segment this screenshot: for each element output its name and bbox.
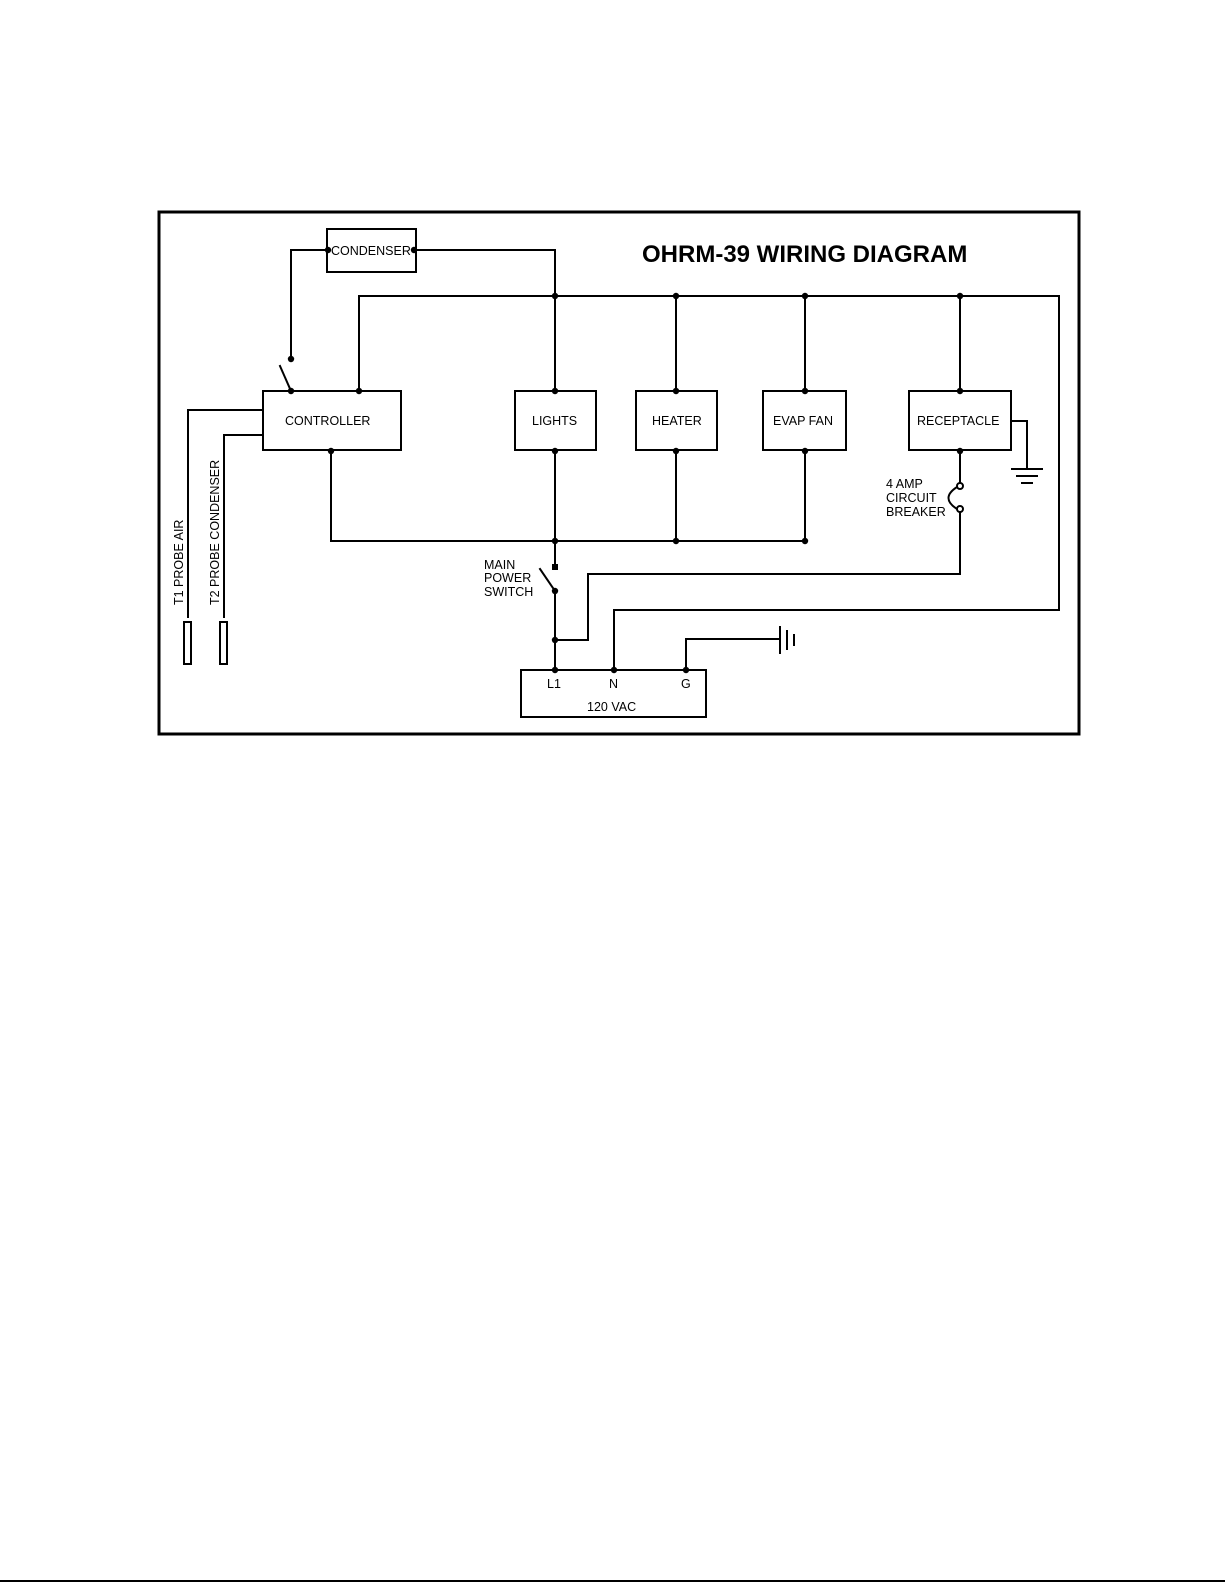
t1-probe-label: T1 PROBE AIR xyxy=(172,520,186,605)
svg-text:POWER: POWER xyxy=(484,571,531,585)
svg-text:CONTROLLER: CONTROLLER xyxy=(285,414,370,428)
supply-ground-icon xyxy=(780,627,794,653)
heater-box: HEATER xyxy=(636,391,717,450)
wires xyxy=(188,250,1059,670)
circuit-breaker-symbol xyxy=(949,487,958,509)
page-bottom-rule xyxy=(0,1580,1225,1582)
svg-text:MAIN: MAIN xyxy=(484,558,515,572)
controller-box: CONTROLLER xyxy=(263,391,401,450)
svg-text:L1: L1 xyxy=(547,677,561,691)
svg-text:HEATER: HEATER xyxy=(652,414,702,428)
svg-text:CONDENSER: CONDENSER xyxy=(331,244,411,258)
svg-text:RECEPTACLE: RECEPTACLE xyxy=(917,414,999,428)
diagram-frame xyxy=(159,212,1079,734)
main-power-switch-blade xyxy=(540,569,555,591)
svg-text:LIGHTS: LIGHTS xyxy=(532,414,577,428)
svg-text:4 AMP: 4 AMP xyxy=(886,477,923,491)
svg-text:N: N xyxy=(609,677,618,691)
svg-text:BREAKER: BREAKER xyxy=(886,505,946,519)
svg-text:CIRCUIT: CIRCUIT xyxy=(886,491,937,505)
t2-probe-symbol xyxy=(220,622,227,664)
controller-switch-blade xyxy=(280,366,291,391)
svg-text:SWITCH: SWITCH xyxy=(484,585,533,599)
svg-text:G: G xyxy=(681,677,691,691)
lights-box: LIGHTS xyxy=(515,391,596,450)
evap-fan-box: EVAP FAN xyxy=(763,391,846,450)
supply-box-120vac: L1 N G 120 VAC xyxy=(521,670,706,717)
receptacle-box: RECEPTACLE xyxy=(909,391,1011,450)
condenser-box: CONDENSER xyxy=(327,229,416,272)
receptacle-ground-icon xyxy=(1012,469,1042,483)
diagram-title: OHRM-39 WIRING DIAGRAM xyxy=(642,241,967,268)
svg-text:120 VAC: 120 VAC xyxy=(587,700,636,714)
main-power-switch-label: MAIN POWER SWITCH xyxy=(484,558,533,599)
svg-text:EVAP FAN: EVAP FAN xyxy=(773,414,833,428)
t2-probe-label: T2 PROBE CONDENSER xyxy=(208,460,222,605)
circuit-breaker-label: 4 AMP CIRCUIT BREAKER xyxy=(886,477,946,519)
t1-probe-symbol xyxy=(184,622,191,664)
